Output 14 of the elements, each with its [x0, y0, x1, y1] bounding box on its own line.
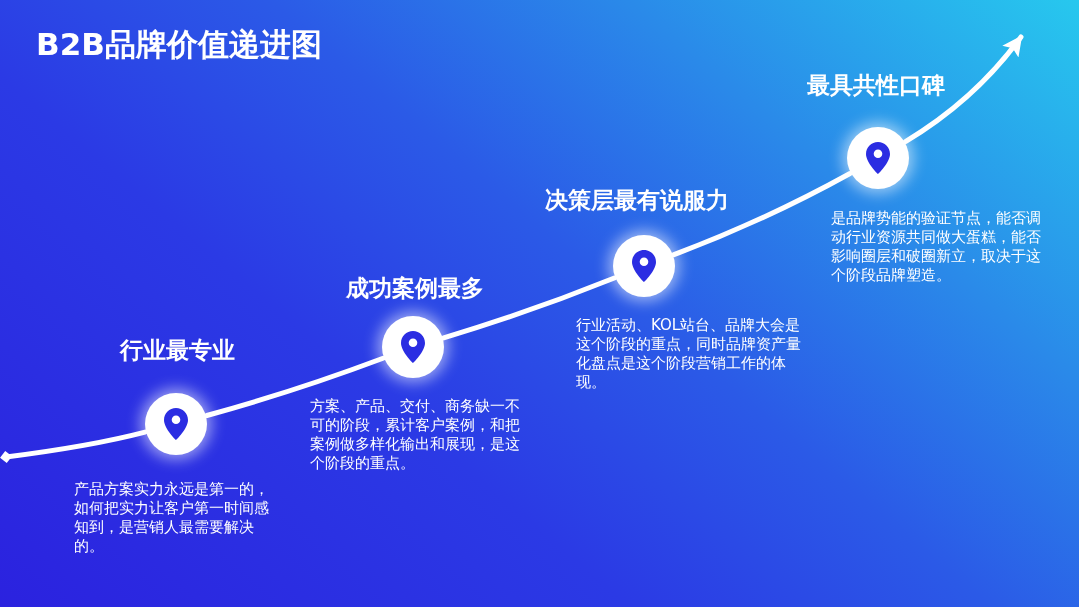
curve-line	[441, 275, 617, 341]
diagram-title: B2B品牌价值递进图	[36, 25, 322, 64]
milestone-description: 行业活动、KOL站台、品牌大会是这个阶段的重点，同时品牌资产量化盘点是这个阶段营销工作的体现。	[576, 316, 802, 392]
curve-line	[671, 171, 853, 258]
curve-line	[204, 355, 386, 418]
curve-line	[0, 429, 148, 463]
milestone-description: 产品方案实力永远是第一的，如何把实力让客户第一时间感知到，是营销人最需要解决的。	[74, 480, 270, 556]
milestone-heading: 成功案例最多	[346, 274, 484, 303]
milestone-heading: 决策层最有说服力	[545, 186, 729, 215]
milestone-description: 方案、产品、交付、商务缺一不可的阶段，累计客户案例，和把案例做多样化输出和展现，是这个阶段的重点。	[310, 397, 521, 473]
milestone-description: 是品牌势能的验证节点，能否调动行业资源共同做大蛋糕，能否影响圈层和破圈新立，取决于这个阶段品牌塑造。	[831, 209, 1042, 285]
arrow	[902, 34, 1024, 145]
milestone-heading: 最具共性口碑	[807, 71, 945, 100]
milestone-heading: 行业最专业	[119, 336, 235, 365]
